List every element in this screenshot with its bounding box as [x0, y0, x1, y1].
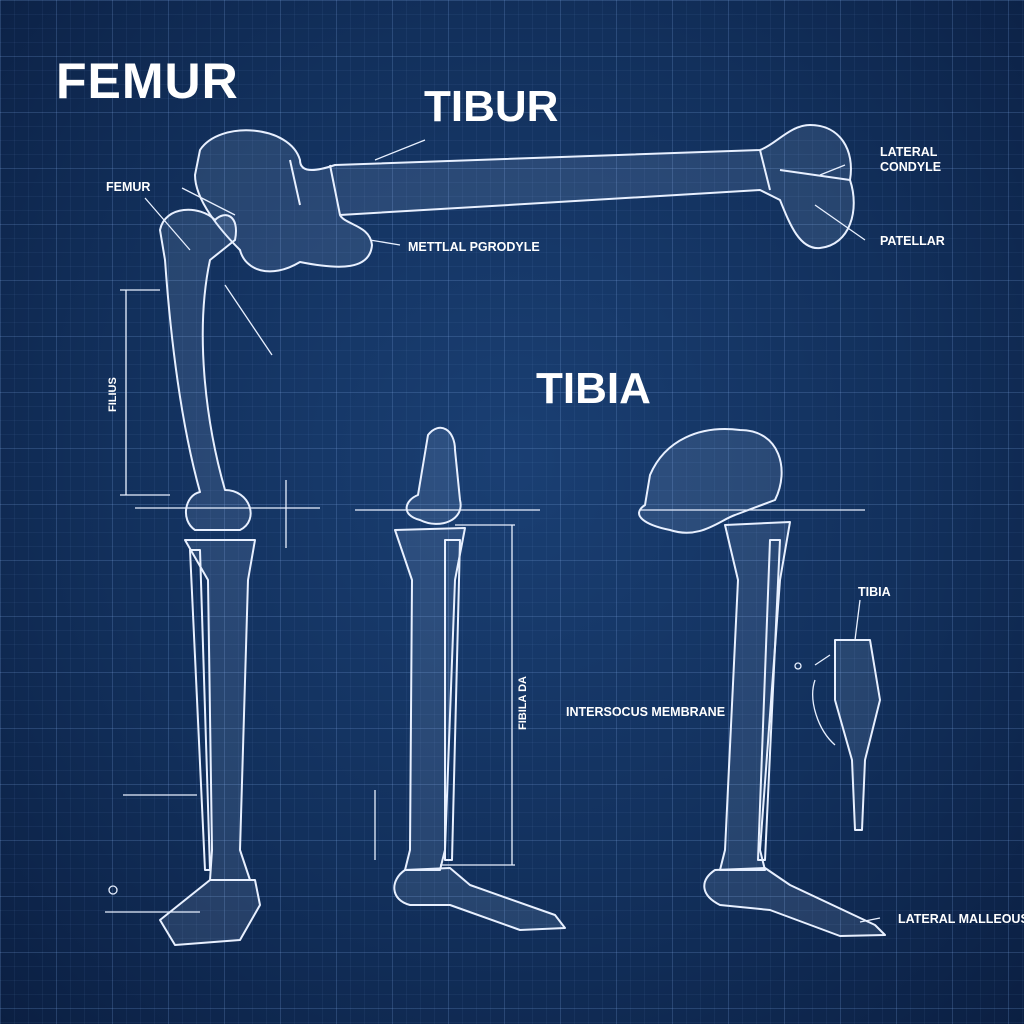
label-lateral-condyle-2: CONDYLE [880, 160, 942, 174]
label-metal-condyle: METTLAL PGRODYLE [408, 240, 540, 254]
label-lateral-malleolus: LATERAL MALLEOUS [898, 912, 1024, 926]
label-interosseous-membrane: INTERSOCUS MEMBRANE [566, 705, 726, 719]
label-fibula: FIBILA DA [517, 676, 529, 730]
title-tibur: TIBUR [424, 82, 559, 131]
title-femur: FEMUR [56, 53, 239, 109]
right-leg-bones [638, 428, 886, 937]
label-lateral-condyle-1: LATERAL [880, 145, 938, 159]
title-tibia: TIBIA [536, 364, 651, 413]
label-filius: FILIUS [107, 377, 119, 412]
middle-leg-bones [393, 426, 566, 931]
label-patellar: PATELLAR [880, 234, 945, 248]
left-leg-bones [159, 208, 261, 946]
label-tibia: TIBIA [858, 585, 891, 599]
label-femur: FEMUR [106, 180, 151, 194]
top-femur-bone [194, 124, 855, 273]
